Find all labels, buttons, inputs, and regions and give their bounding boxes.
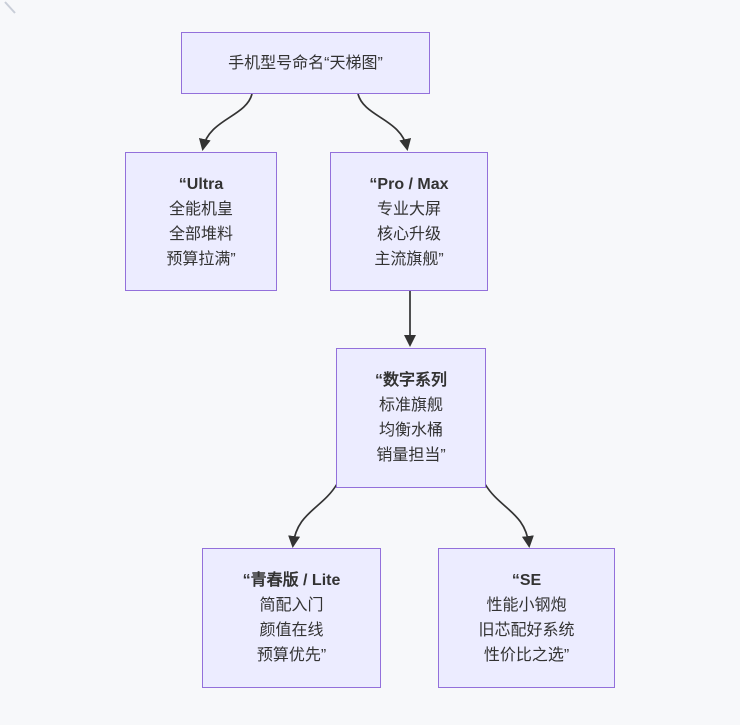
node-promax-line: 核心升级 [376,225,441,243]
node-se-line: 旧芯配好系统 [478,622,575,639]
node-digital-line: 销量担当” [376,447,446,464]
node-se-title: “SE [511,572,542,589]
corner-diagonal-mark [4,1,16,14]
node-se-line: 性价比之选” [483,647,570,664]
node-ultra-line: 预算拉满” [166,250,236,268]
node-digital: “数字系列 标准旗舰 均衡水桶 销量担当” [336,348,486,488]
node-digital-line: 均衡水桶 [378,422,443,439]
node-root-label: 手机型号命名“天梯图” [228,54,383,72]
node-digital-title: “数字系列 [374,372,447,389]
node-promax-line: 专业大屏 [376,200,441,218]
node-promax: “Pro / Max 专业大屏 核心升级 主流旗舰” [330,152,488,291]
edge-root-promax [357,93,412,151]
node-digital-line: 标准旗舰 [378,397,443,414]
node-lite-line: 预算优先” [256,647,327,664]
node-se: “SE 性能小钢炮 旧芯配好系统 性价比之选” [438,548,615,688]
node-ultra: “Ultra 全能机皇 全部堆料 预算拉满” [125,152,277,291]
node-promax-title: “Pro / Max [369,175,449,193]
node-promax-line: 主流旗舰” [374,250,444,268]
node-lite-title: “青春版 / Lite [242,572,341,589]
edge-root-ultra [198,93,253,151]
node-lite: “青春版 / Lite 简配入门 颜值在线 预算优先” [202,548,381,688]
node-root: 手机型号命名“天梯图” [181,32,430,94]
edge-digital-se [484,483,534,548]
node-ultra-line: 全能机皇 [168,200,233,218]
node-se-line: 性能小钢炮 [486,597,567,614]
node-lite-line: 颜值在线 [259,622,324,639]
node-ultra-title: “Ultra [178,175,224,193]
edge-digital-lite [288,483,338,548]
node-ultra-line: 全部堆料 [168,225,233,243]
node-lite-line: 简配入门 [259,597,324,614]
